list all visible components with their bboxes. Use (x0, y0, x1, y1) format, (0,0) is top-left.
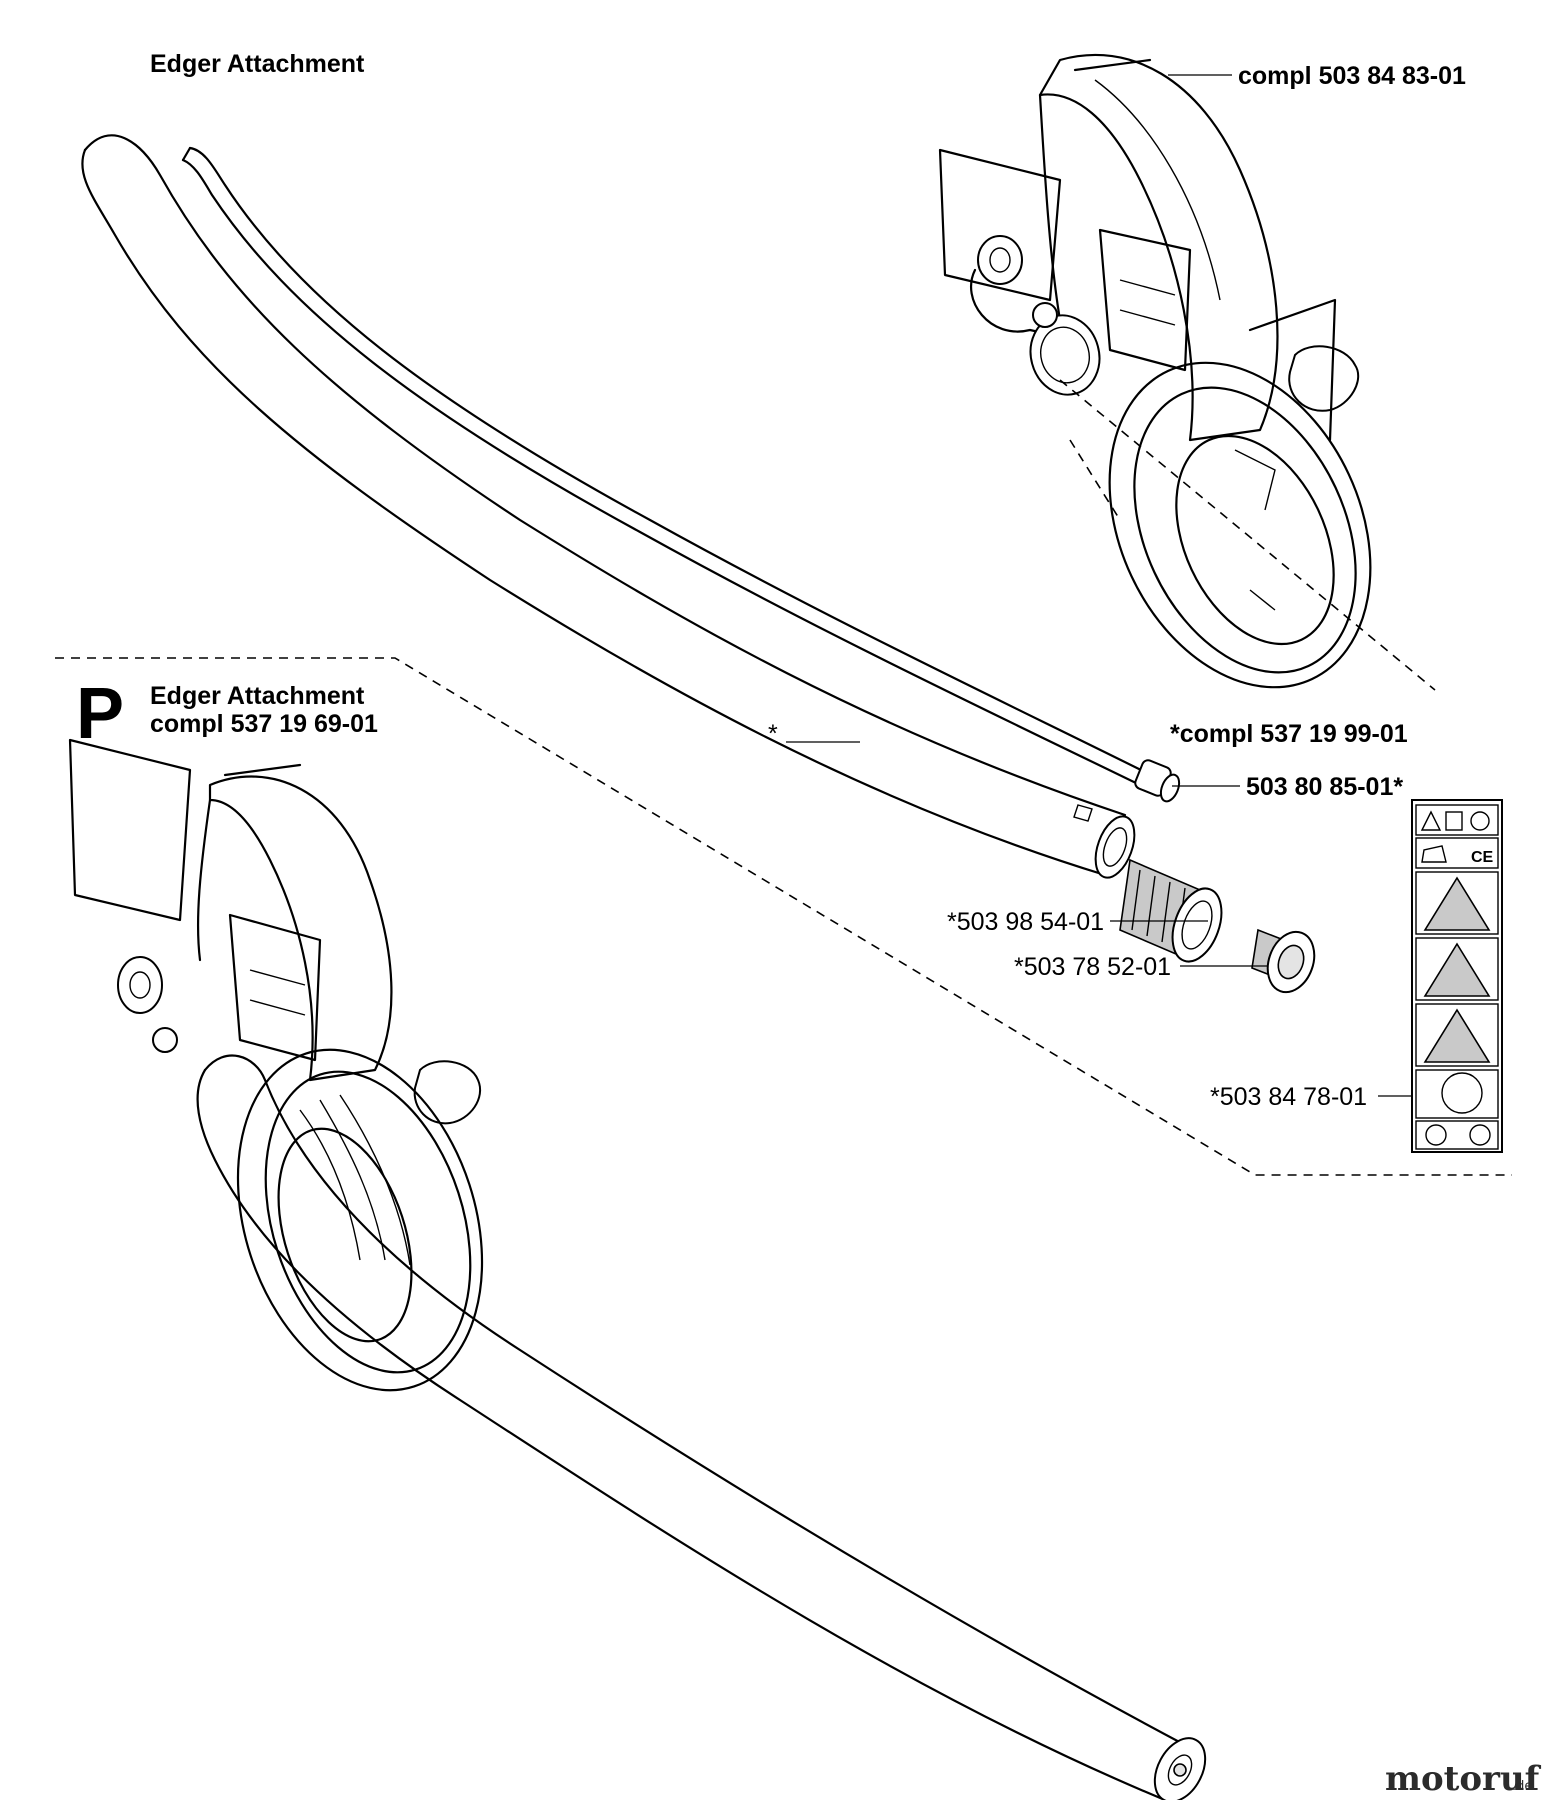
decal-label: *503 84 78-01 (1210, 1083, 1367, 1111)
cap-label: *503 78 52-01 (1014, 953, 1171, 981)
leader-lines (786, 74, 1412, 1097)
guard-assembly-label: compl 503 84 83-01 (1238, 62, 1466, 90)
tube-marker-label: * (768, 720, 778, 748)
shaft-set-label: *compl 537 19 99-01 (1170, 720, 1408, 748)
decal-sheet: CE (1411, 799, 1503, 1153)
assembled-edger-drawing (68, 738, 1207, 1800)
guard-assembly-drawing (938, 53, 1436, 691)
cap-part (1251, 928, 1316, 994)
section-title: Edger Attachment (150, 682, 365, 710)
bushing-label: *503 98 54-01 (947, 908, 1104, 936)
bushing-part (1119, 858, 1223, 963)
top-heading: Edger Attachment (150, 50, 365, 78)
drive-shaft-label: 503 80 85-01* (1246, 773, 1403, 801)
section-compl-number: compl 537 19 69-01 (150, 710, 378, 738)
watermark-brand: motoruf (1385, 1759, 1542, 1799)
section-letter: P (76, 674, 124, 754)
ce-mark: CE (1471, 849, 1494, 866)
watermark-suffix: .de (1512, 1779, 1532, 1794)
upper-tube-assembly (81, 134, 1181, 879)
